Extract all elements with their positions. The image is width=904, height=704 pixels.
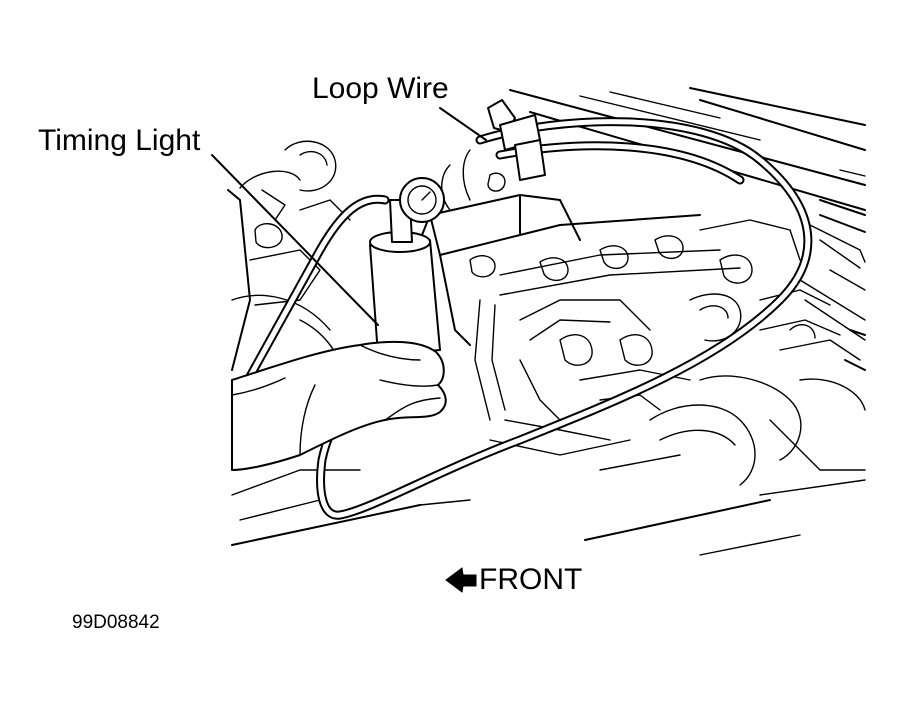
leader-lines: [211, 107, 487, 326]
left-structure: [227, 140, 421, 546]
hood-outline: [509, 87, 866, 211]
timing-light-wire: [243, 194, 390, 385]
right-pipes: [799, 199, 866, 371]
loop-wire-connector: [441, 99, 546, 211]
engine-block: [419, 194, 866, 486]
timing-light-label: Timing Light: [38, 124, 201, 157]
hand: [231, 340, 447, 471]
timing-light-gun: [369, 177, 445, 356]
loop-wire-label: Loop Wire: [312, 72, 449, 105]
front-indicator: FRONT: [445, 563, 582, 596]
floor-lines: [419, 454, 866, 556]
front-label: FRONT: [479, 563, 582, 596]
timing-light-leader: [211, 154, 379, 326]
figure-code: 99D08842: [72, 612, 160, 633]
arrow-left-icon: [445, 567, 477, 593]
loop-wire-leader: [439, 107, 487, 141]
